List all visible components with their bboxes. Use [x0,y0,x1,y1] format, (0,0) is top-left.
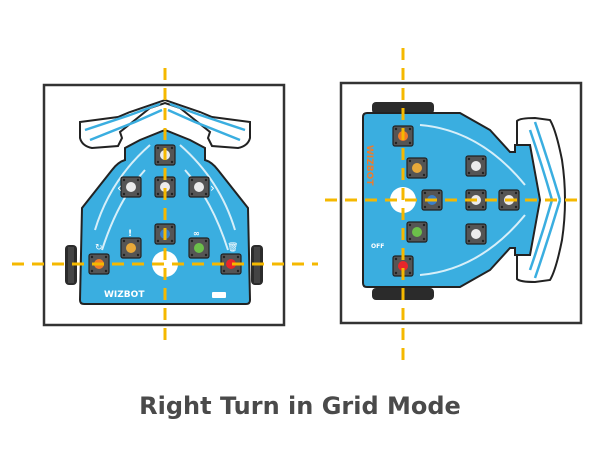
switch-icon [212,292,226,298]
robot-front-wing [79,98,251,150]
trash-icon: 🗑 [227,242,238,253]
button-right [465,223,487,245]
panel-after-turn: OFF WIZBOT [325,48,585,360]
button-right [188,176,210,198]
button-left [120,176,142,198]
button-go [406,221,428,243]
robot-facing-up: ‹ › ! ∞ ↻ 🗑 WIZBOT [65,98,263,305]
center-marker [152,251,178,277]
diagram-caption: Right Turn in Grid Mode [139,392,461,420]
go-icon: ∞ [193,229,200,238]
button-delete [392,255,414,277]
reset-icon: ↻ [95,243,103,253]
panel-before-turn: ‹ › ! ∞ ↻ 🗑 WIZBOT [12,68,318,340]
button-pause [406,157,428,179]
button-left [465,155,487,177]
button-delete [220,253,242,275]
robot-logo: WIZBOT [364,145,374,186]
left-arrow-icon: ‹ [117,181,122,195]
button-center [154,176,176,198]
robot-logo: WIZBOT [104,290,145,300]
button-go [188,237,210,259]
right-arrow-icon: › [210,181,215,195]
switch-label: OFF [371,243,384,250]
pause-icon: ! [128,229,132,239]
button-pause [120,237,142,259]
